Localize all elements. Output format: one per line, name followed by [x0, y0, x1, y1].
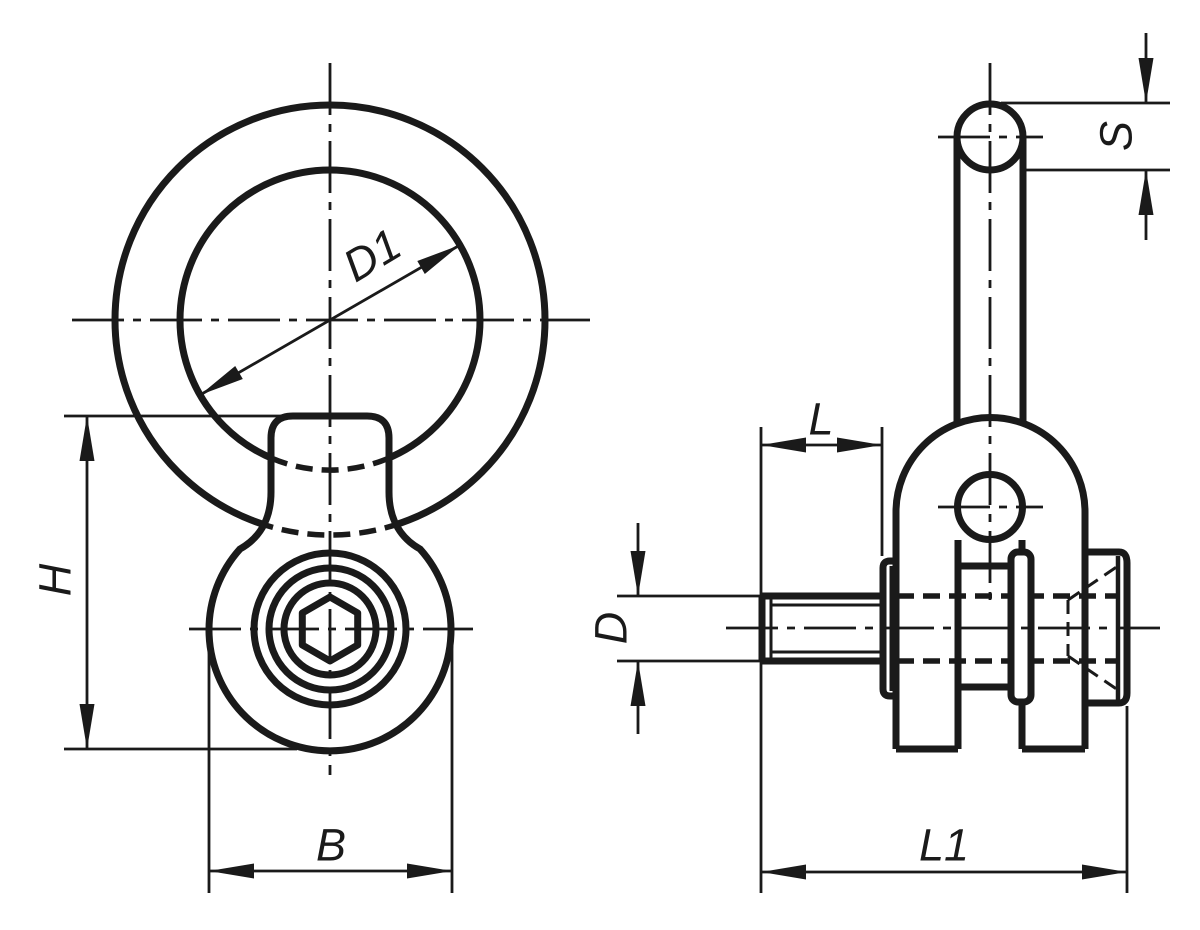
dimension-label-b: B	[316, 820, 346, 871]
dimension-label-d: D	[586, 612, 637, 645]
hidden-chamfer-lower	[1067, 654, 1119, 692]
dimension-b: B	[207, 633, 454, 893]
ring-outer-hidden-arc	[258, 520, 402, 538]
dimension-l: L	[759, 394, 884, 893]
side-view: S L D L1	[586, 33, 1170, 893]
dimension-label-h: H	[30, 563, 81, 596]
hidden-chamfer-upper	[1067, 564, 1119, 602]
dimension-label-l: L	[808, 394, 833, 445]
dimension-d: D	[586, 523, 760, 734]
swivel-block	[959, 562, 1011, 691]
dimension-s: S	[1001, 33, 1170, 240]
dimension-label-s: S	[1091, 121, 1142, 151]
dimension-l1: L1	[761, 706, 1129, 893]
dimension-label-l1: L1	[919, 820, 969, 871]
dimension-h: H	[30, 414, 297, 751]
